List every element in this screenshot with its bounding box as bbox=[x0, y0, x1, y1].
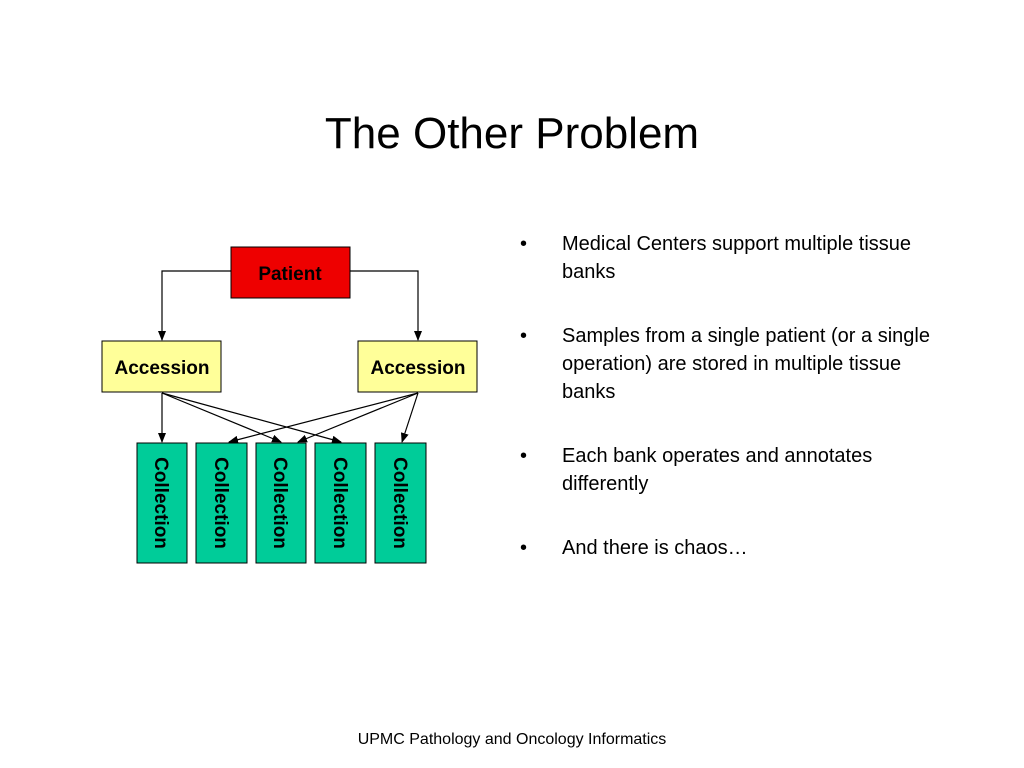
bullet-marker: • bbox=[520, 445, 528, 467]
connector-patient-accession-left bbox=[158, 270, 231, 341]
bullet-marker: • bbox=[520, 537, 528, 559]
collection-label: Collection bbox=[210, 457, 231, 549]
bullet-text: Each bank operates and annotates differe… bbox=[562, 445, 873, 495]
patient-label: Patient bbox=[258, 264, 322, 285]
collection-box bbox=[255, 442, 307, 564]
bullet-item: • And there is chaos… bbox=[520, 534, 940, 562]
collection-label: Collection bbox=[150, 457, 171, 549]
accession-label: Accession bbox=[114, 358, 209, 379]
patient-node: Patient bbox=[230, 246, 351, 299]
connector-patient-accession-right bbox=[350, 270, 422, 341]
connector-acc2-col3 bbox=[297, 392, 419, 443]
bullet-item: • Medical Centers support multiple tissu… bbox=[520, 230, 940, 286]
patient-box bbox=[230, 246, 351, 299]
slide-footer: UPMC Pathology and Oncology Informatics bbox=[357, 731, 667, 748]
connector-acc2-col5 bbox=[400, 392, 419, 443]
patient-connectors bbox=[158, 270, 422, 341]
collection-node-4: Collection bbox=[314, 442, 367, 564]
accession-label: Accession bbox=[370, 358, 465, 379]
accession-box bbox=[101, 340, 222, 393]
connector-acc2-col2 bbox=[228, 392, 419, 444]
collection-box bbox=[374, 442, 427, 564]
connector-acc1-col4 bbox=[161, 392, 342, 444]
bullet-marker: • bbox=[520, 325, 528, 347]
bullet-marker: • bbox=[520, 233, 528, 255]
collection-box bbox=[314, 442, 367, 564]
accession-node-right: Accession bbox=[357, 340, 478, 393]
bullet-item: • Samples from a single patient (or a si… bbox=[520, 322, 940, 406]
bullet-text: Medical Centers support multiple tissue … bbox=[562, 233, 912, 283]
connector-acc1-col3 bbox=[161, 392, 282, 443]
bullet-text: Samples from a single patient (or a sing… bbox=[562, 325, 930, 403]
collection-box bbox=[136, 442, 188, 564]
bullet-list: • Medical Centers support multiple tissu… bbox=[520, 230, 940, 598]
accession-connectors bbox=[158, 392, 419, 444]
collection-node-5: Collection bbox=[374, 442, 427, 564]
collection-label: Collection bbox=[269, 457, 290, 549]
accession-node-left: Accession bbox=[101, 340, 222, 393]
bullet-text: And there is chaos… bbox=[562, 537, 748, 559]
accession-box bbox=[357, 340, 478, 393]
slide-title: The Other Problem bbox=[324, 109, 700, 158]
collection-label: Collection bbox=[329, 457, 350, 549]
collection-label: Collection bbox=[389, 457, 410, 549]
collection-box bbox=[195, 442, 248, 564]
collection-node-3: Collection bbox=[255, 442, 307, 564]
collection-node-1: Collection bbox=[136, 442, 188, 564]
bullet-item: • Each bank operates and annotates diffe… bbox=[520, 442, 940, 498]
collection-node-2: Collection bbox=[195, 442, 248, 564]
